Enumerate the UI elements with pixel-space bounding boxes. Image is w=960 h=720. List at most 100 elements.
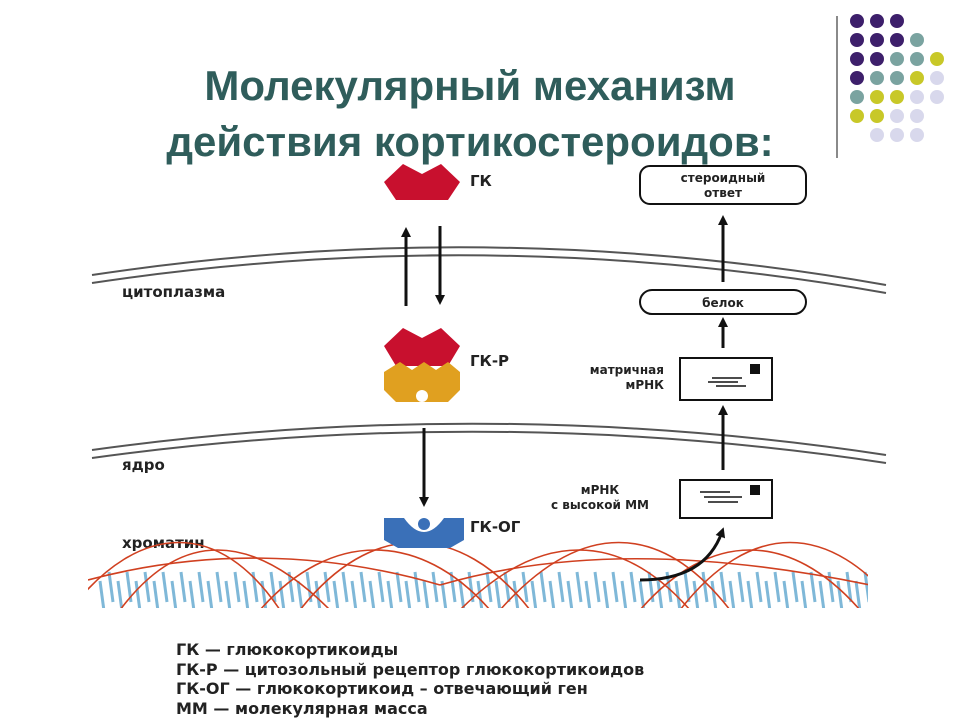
dna-rung — [548, 580, 556, 608]
decorative-dot — [850, 71, 864, 85]
decorative-dot — [910, 33, 924, 47]
dna-rung — [809, 571, 817, 603]
dna-rung — [377, 571, 385, 603]
dna-rung — [746, 580, 754, 608]
gk-r-label: ГК-Р — [470, 352, 509, 370]
dna-rung — [764, 580, 772, 608]
nucleus-label: ядро — [122, 456, 165, 474]
decorative-dot — [850, 14, 864, 28]
arrow-transcription — [639, 527, 726, 582]
decorative-dot — [850, 109, 864, 123]
decorative-dot — [850, 33, 864, 47]
decorative-divider — [836, 16, 838, 158]
dna-rung — [584, 580, 592, 608]
protein-box — [639, 289, 807, 315]
dna-rung — [386, 580, 394, 608]
dna-rung — [512, 580, 520, 608]
dna-rung — [350, 580, 358, 608]
dna-rung — [152, 580, 160, 608]
dna-rung — [530, 580, 538, 608]
dna-rung — [116, 580, 124, 608]
dna-rung — [422, 580, 430, 608]
slide-title: Молекулярный механизм действия кортикост… — [110, 58, 830, 170]
dna-rung — [476, 580, 484, 608]
dna-rung — [296, 580, 304, 608]
decorative-dot — [870, 128, 884, 142]
dna-rung — [521, 571, 529, 603]
glucocorticoid-shape — [384, 164, 460, 200]
dna-rung — [782, 580, 790, 608]
dna-rung — [494, 580, 502, 608]
steroid-response-label-2: ответ — [704, 186, 742, 200]
dna-rung — [269, 571, 277, 603]
legend-item: ГК — глюкокортикоиды — [176, 640, 399, 659]
decorative-dot — [930, 71, 944, 85]
dna-rung — [431, 571, 439, 603]
decorative-dot — [870, 109, 884, 123]
dna-rung — [692, 580, 700, 608]
decorative-dot — [930, 52, 944, 66]
decorative-dot — [930, 90, 944, 104]
hmw-mrna-label-2: с высокой ММ — [551, 498, 649, 512]
dna-rung — [188, 580, 196, 608]
dna-rung — [620, 580, 628, 608]
cytoplasm-label: цитоплазма — [122, 283, 225, 301]
dna-rung — [197, 571, 205, 603]
dna-rung — [323, 571, 331, 603]
decorative-dot — [890, 109, 904, 123]
matrix-mrna-box — [679, 357, 773, 401]
protein-label: белок — [702, 296, 744, 310]
decorative-dot — [870, 52, 884, 66]
dna-rung — [215, 571, 223, 603]
nuclear-membrane — [91, 422, 887, 464]
dna-rung — [98, 580, 106, 608]
dna-rung — [791, 571, 799, 603]
dna-rung — [161, 571, 169, 603]
decorative-dot — [870, 33, 884, 47]
dna-rung — [854, 580, 862, 608]
dna-rung — [728, 580, 736, 608]
dna-rung — [593, 571, 601, 603]
dna-rung — [539, 571, 547, 603]
dna-rung — [755, 571, 763, 603]
decorative-dot — [890, 90, 904, 104]
legend-item: ГК-Р — цитозольный рецептор глюкокортико… — [176, 659, 645, 679]
decorative-dot — [890, 14, 904, 28]
dna-rung — [206, 580, 214, 608]
legend-item: ГК-ОГ — глюкокортикоид – отвечающий ген — [176, 679, 588, 698]
dna-rung — [863, 571, 868, 603]
receptor-complex-shape — [384, 328, 460, 402]
decorative-dot — [870, 14, 884, 28]
dna-rung — [737, 571, 745, 603]
matrix-mrna-label-2: мРНК — [626, 378, 665, 392]
dna-rung — [179, 571, 187, 603]
dna-rung — [836, 580, 844, 608]
decorative-dot — [850, 90, 864, 104]
dna-rungs — [98, 571, 868, 608]
decorative-dot — [850, 52, 864, 66]
matrix-mrna-label-1: матричная — [590, 363, 664, 377]
dna-rung — [170, 580, 178, 608]
dna-rung — [800, 580, 808, 608]
dna-rung — [404, 580, 412, 608]
dna-rung — [611, 571, 619, 603]
steroid-response-label-1: стероидный — [681, 171, 766, 185]
dna-rung — [701, 571, 709, 603]
hmw-mrna-label-1: мРНК — [581, 483, 620, 497]
dna-rung — [773, 571, 781, 603]
dna-rung — [278, 580, 286, 608]
decorative-dot — [910, 52, 924, 66]
dna-rung — [566, 580, 574, 608]
dna-rung — [656, 580, 664, 608]
dna-strands — [88, 541, 868, 608]
dna-rung — [224, 580, 232, 608]
dna-rung — [683, 571, 691, 603]
dna-rung — [575, 571, 583, 603]
cell-membrane — [91, 246, 887, 294]
steroid-response-box — [639, 165, 807, 205]
dna-rung — [233, 571, 241, 603]
hmw-mrna-box — [679, 479, 773, 519]
gk-label: ГК — [470, 172, 493, 190]
dna-rung — [818, 580, 826, 608]
